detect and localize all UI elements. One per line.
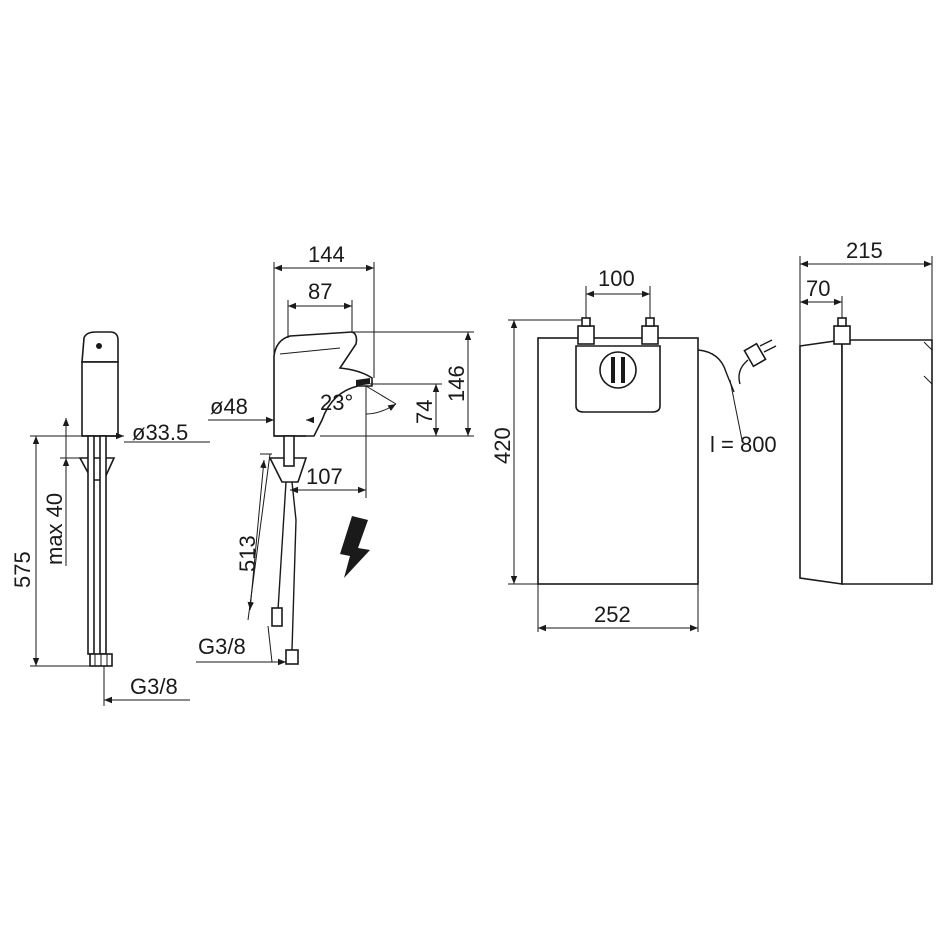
faucet-front-thread-label: G3/8: [130, 674, 178, 699]
faucet-side-angle-label: 23°: [320, 390, 353, 415]
heater-width-label: 252: [594, 602, 631, 627]
faucet-front-diameter-label: ø33.5: [132, 420, 188, 445]
faucet-side-width-label: 144: [308, 242, 345, 267]
faucet-front-view: ø33.5 max 40 575 G3/8: [10, 331, 210, 706]
faucet-side-total-height-label: 146: [444, 365, 469, 402]
faucet-side-thread-label: G3/8: [198, 634, 246, 659]
heater-cable-length-label: l = 800: [710, 432, 777, 457]
faucet-side-spout-height-label: 74: [412, 400, 437, 424]
faucet-side-reach-label: 107: [306, 464, 343, 489]
faucet-side-view: 144 87 146 74 ø48 23° 107 513 G: [196, 242, 474, 666]
faucet-front-height-label: 575: [10, 551, 35, 588]
heater-front-view: 100 420 l = 800 252: [490, 266, 777, 632]
faucet-side-base-diameter-label: ø48: [210, 394, 248, 419]
lightning-icon: [340, 516, 370, 578]
heater-height-label: 420: [490, 427, 515, 464]
heater-side-view: 215 70: [799, 238, 933, 585]
heater-side-depth-label: 215: [846, 238, 883, 263]
faucet-side-lever-label: 87: [308, 279, 332, 304]
heater-connection-spacing-label: 100: [598, 266, 635, 291]
heater-side-offset-label: 70: [806, 276, 830, 301]
faucet-side-hose-label: 513: [235, 535, 260, 572]
faucet-front-max-label: max 40: [42, 493, 67, 565]
